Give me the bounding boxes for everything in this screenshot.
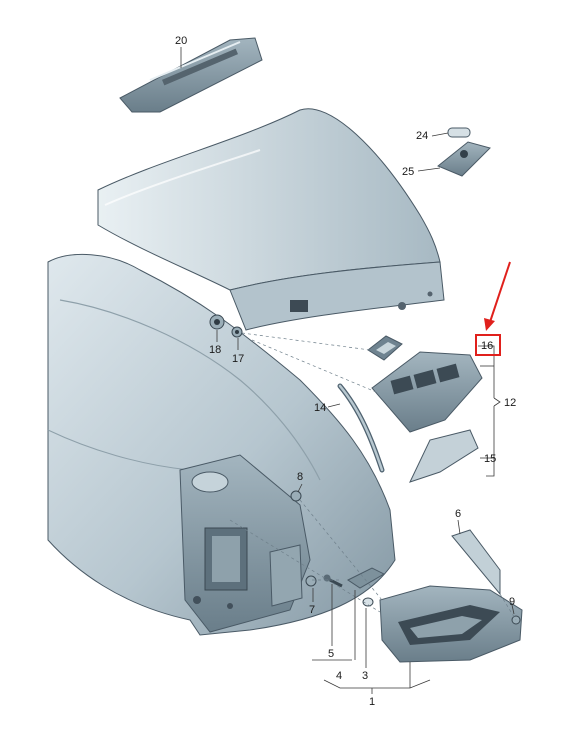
label-part-8: 8 [297,471,303,483]
label-part-12: 12 [504,397,516,409]
gasket-part-16 [367,335,403,361]
label-part-9: 9 [509,596,515,608]
label-part-6: 6 [455,508,461,520]
label-part-1: 1 [369,696,375,708]
label-part-17: 17 [232,353,244,365]
label-part-3: 3 [362,670,368,682]
highlight-box [475,334,501,356]
highlight-arrow [489,261,511,323]
label-part-4: 4 [336,670,342,682]
label-part-16: 16 [481,340,493,352]
rear-body-panel [47,254,396,636]
label-part-24: 24 [416,130,428,142]
third-brake-light-part-20 [119,37,263,113]
cover-part-15 [409,429,479,483]
trunk-lid [97,108,445,331]
inner-tail-light-part-12 [371,351,483,433]
label-part-7: 7 [309,604,315,616]
label-part-18: 18 [209,344,221,356]
seal-strip-part-14 [337,383,385,473]
label-part-14: 14 [314,402,326,414]
label-part-15: 15 [484,453,496,465]
label-part-5: 5 [328,648,334,660]
highlight-marker [475,261,511,356]
nuts-parts-17-18 [209,314,243,338]
label-part-20: 20 [175,35,187,47]
leader-lines [180,47,515,694]
trim-strip-part-6 [451,529,501,596]
highlight-arrowhead [484,318,495,331]
part-labels: 20 24 25 18 17 16 12 14 15 8 6 7 9 5 4 3… [175,35,516,708]
label-part-25: 25 [402,166,414,178]
license-plate-lamp-parts-24-25 [437,127,491,177]
outer-tail-light-part-1 [379,585,523,663]
